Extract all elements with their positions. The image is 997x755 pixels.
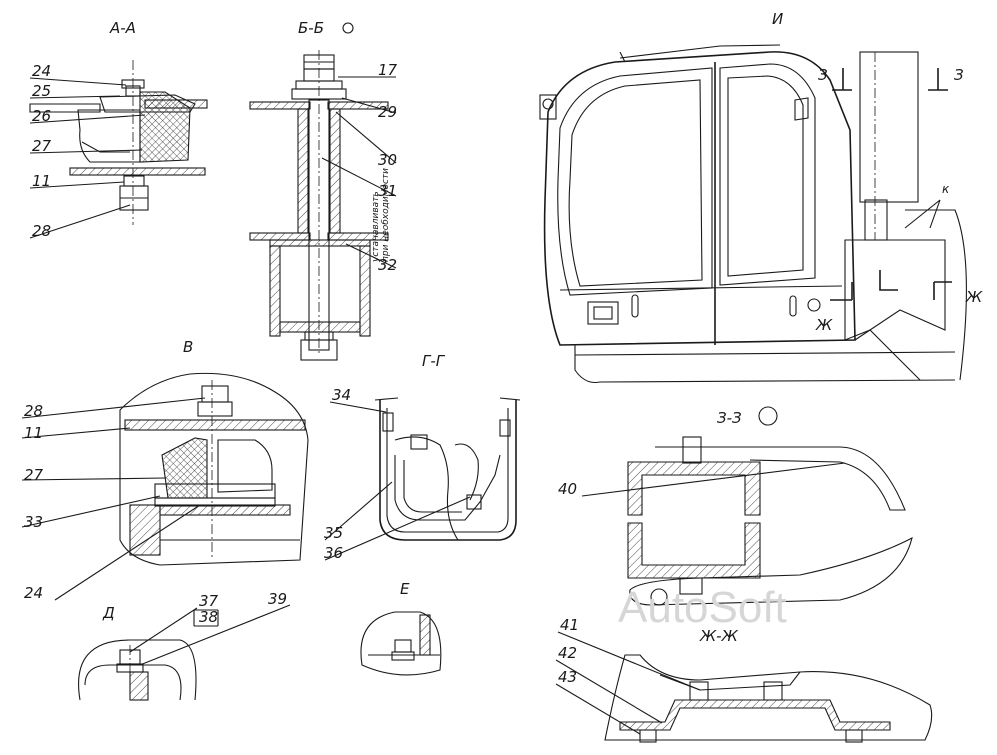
callout-24: 24 bbox=[24, 584, 43, 602]
rotation-symbol-icon bbox=[758, 406, 778, 426]
notes: устанавливать при необходимости bbox=[371, 168, 391, 263]
callout-28: 28 bbox=[32, 222, 51, 240]
section-g-g-drawing bbox=[374, 397, 521, 541]
leaders-view-v bbox=[21, 397, 206, 601]
view-e-drawing bbox=[360, 611, 442, 676]
callout-38: 38 bbox=[199, 608, 218, 626]
callout-29: 29 bbox=[378, 103, 397, 121]
title-view-d: Д bbox=[102, 604, 115, 622]
callout-37: 37 bbox=[199, 592, 219, 610]
title-view-e: Е bbox=[400, 580, 410, 598]
callout-34: 34 bbox=[332, 386, 351, 404]
view-titles: А-А Б-Б И В Г-Г З-З Д Е Ж-Ж bbox=[102, 10, 783, 645]
leaders-a-a bbox=[29, 77, 146, 239]
callout-11: 11 bbox=[24, 424, 43, 442]
title-section-a-a: А-А bbox=[109, 19, 136, 37]
callout-40: 40 bbox=[558, 480, 577, 498]
cut-mark-z-left: З bbox=[818, 66, 828, 84]
cut-mark-z-right: З bbox=[954, 66, 964, 84]
title-section-b-b: Б-Б bbox=[298, 19, 324, 37]
view-i-cab bbox=[539, 44, 967, 384]
view-d-drawing bbox=[78, 639, 197, 701]
callout-31: 31 bbox=[378, 182, 397, 200]
title-section-z-z: З-З bbox=[717, 409, 742, 427]
callout-35: 35 bbox=[324, 524, 343, 542]
title-view-i: И bbox=[772, 10, 783, 28]
callout-labels: 24 25 26 27 11 28 17 29 30 31 32 28 11 27 33 24 34 35 36 37… bbox=[24, 61, 579, 686]
leaders-z-z bbox=[581, 462, 846, 497]
leaders-b-b bbox=[321, 76, 397, 269]
rotation-symbol-icon bbox=[342, 22, 354, 34]
callout-27: 27 bbox=[24, 466, 44, 484]
callout-26: 26 bbox=[32, 107, 51, 125]
detail-mark-k: к bbox=[942, 182, 950, 196]
callout-28: 28 bbox=[24, 402, 43, 420]
callout-17: 17 bbox=[378, 61, 398, 79]
leaders-g-g bbox=[324, 401, 471, 561]
callout-33: 33 bbox=[24, 513, 43, 531]
callout-11: 11 bbox=[32, 172, 51, 190]
leaders-zh-zh bbox=[555, 631, 701, 735]
callout-39: 39 bbox=[268, 590, 287, 608]
callout-36: 36 bbox=[324, 544, 343, 562]
title-view-v: В bbox=[183, 338, 193, 356]
section-b-b-drawing bbox=[249, 50, 389, 361]
view-v-drawing bbox=[119, 372, 309, 566]
callout-25: 25 bbox=[32, 82, 51, 100]
view-i-marks: З З Ж Ж к bbox=[815, 66, 983, 334]
section-a-a-drawing bbox=[29, 60, 208, 225]
title-section-g-g: Г-Г bbox=[422, 352, 446, 370]
section-z-z-drawing bbox=[627, 436, 913, 606]
install-note-line1: устанавливать bbox=[371, 191, 381, 263]
cut-mark-zh-left: Ж bbox=[815, 316, 833, 334]
callout-24: 24 bbox=[32, 62, 51, 80]
callout-30: 30 bbox=[378, 151, 397, 169]
title-section-zh-zh: Ж-Ж bbox=[699, 627, 739, 645]
callout-42: 42 bbox=[558, 644, 577, 662]
section-zh-zh-drawing bbox=[604, 654, 933, 743]
install-note-line2: при необходимости bbox=[381, 168, 391, 262]
callout-32: 32 bbox=[378, 256, 397, 274]
callout-41: 41 bbox=[560, 616, 579, 634]
callout-27: 27 bbox=[32, 137, 52, 155]
leaders-view-d bbox=[129, 604, 291, 666]
watermark-logo: AutoSoft bbox=[618, 583, 787, 632]
callout-43: 43 bbox=[558, 668, 577, 686]
cut-mark-zh-right: Ж bbox=[965, 288, 983, 306]
